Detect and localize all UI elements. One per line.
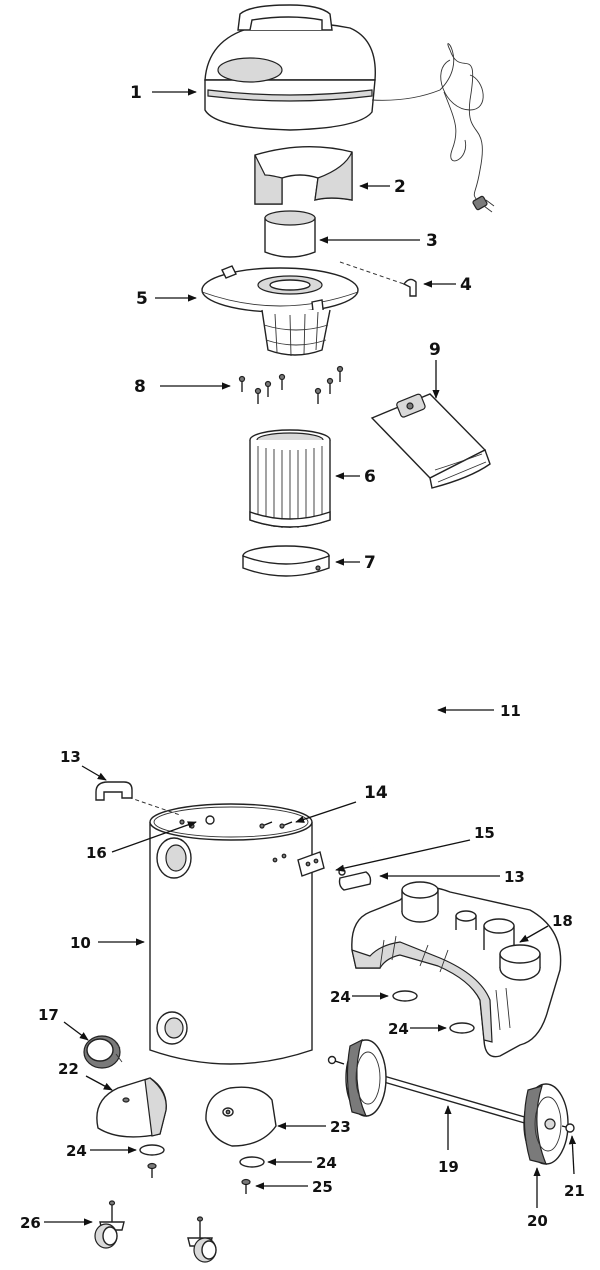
- callout-6: 6: [364, 467, 376, 487]
- wheel-left-part: [327, 1038, 387, 1117]
- callout-13b: 13: [504, 868, 525, 886]
- drain-plug-part: [83, 1035, 123, 1069]
- screw-icon: [147, 1162, 157, 1178]
- cartridge-filter-part: [249, 429, 331, 528]
- screw-icon: [238, 375, 246, 392]
- leader-lines: [44, 88, 577, 1226]
- callout-24a: 24: [330, 988, 351, 1006]
- wheel-right-part: [523, 1083, 569, 1165]
- foam-sleeve-part: [264, 210, 316, 258]
- screw-icon: [326, 377, 334, 394]
- callout-4: 4: [460, 275, 472, 295]
- callout-18: 18: [552, 912, 573, 930]
- drum-part: [121, 794, 325, 1065]
- callout-1: 1: [130, 83, 142, 103]
- callout-13a: 13: [60, 748, 81, 766]
- callout-26: 26: [20, 1214, 41, 1232]
- screw-icon: [259, 821, 273, 829]
- screw-icon: [241, 1178, 251, 1194]
- handle-grip-left-part: [95, 781, 133, 801]
- axle-nut-part: [561, 1123, 575, 1133]
- handle-grip-right-part: [338, 868, 372, 891]
- callout-5: 5: [136, 289, 148, 309]
- callout-23: 23: [330, 1118, 351, 1136]
- washer-part: [392, 990, 418, 1002]
- screw-icon: [278, 373, 286, 390]
- left-foot-cover-part: [96, 1077, 167, 1138]
- motor-head-part: [204, 4, 495, 213]
- caster-base-part: [351, 881, 562, 1058]
- callout-8: 8: [134, 377, 146, 397]
- clip-part: [339, 261, 417, 297]
- callout-labels: 1 2 3 4 5 6 7 8 9 10 11 13 13 14 15 16 1…: [20, 83, 585, 1232]
- callout-21: 21: [564, 1182, 585, 1200]
- screw-icon: [338, 868, 346, 876]
- axle-part: [369, 1071, 529, 1125]
- screw-icon: [314, 387, 322, 404]
- callout-10: 10: [70, 934, 91, 952]
- washer-part: [449, 1022, 475, 1034]
- callout-7: 7: [364, 553, 376, 573]
- callout-11: 11: [500, 702, 521, 720]
- screw-icon: [254, 387, 262, 404]
- screw-icon: [327, 1055, 345, 1065]
- filter-cage-lid-part: [201, 265, 359, 357]
- callout-24b: 24: [388, 1020, 409, 1038]
- foam-filter-ring-part: [254, 146, 353, 205]
- washer-part: [139, 1144, 165, 1156]
- caster-wheel-part: [187, 1216, 217, 1263]
- callout-22: 22: [58, 1060, 79, 1078]
- callout-19: 19: [438, 1158, 459, 1176]
- callout-14: 14: [364, 783, 388, 803]
- callout-24d: 24: [316, 1154, 337, 1172]
- caster-wheel-part: [94, 1200, 125, 1249]
- callout-2: 2: [394, 177, 406, 197]
- screw-icon: [279, 821, 293, 829]
- callout-17: 17: [38, 1006, 59, 1024]
- filter-ring-part: [242, 545, 330, 577]
- right-foot-cover-part: [205, 1086, 277, 1147]
- callout-24c: 24: [66, 1142, 87, 1160]
- callout-25: 25: [312, 1178, 333, 1196]
- screws-part: [238, 365, 344, 404]
- callout-15: 15: [474, 824, 495, 842]
- callout-16: 16: [86, 844, 107, 862]
- callout-20: 20: [527, 1212, 548, 1230]
- callout-9: 9: [429, 340, 441, 360]
- washer-part: [239, 1156, 265, 1168]
- dust-bag-part: [370, 393, 491, 489]
- callout-3: 3: [426, 231, 438, 251]
- screw-icon: [264, 380, 272, 397]
- screw-icon: [336, 365, 344, 382]
